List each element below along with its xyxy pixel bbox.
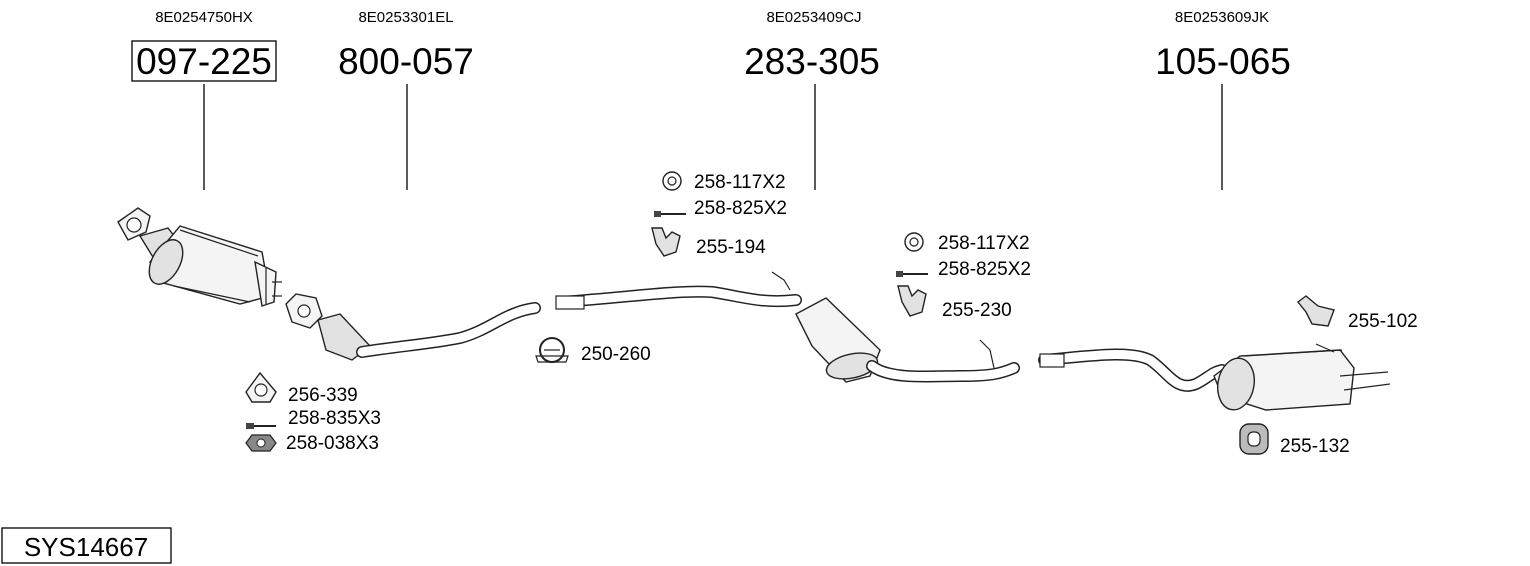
front-pipe-drawing [285, 293, 541, 361]
part-number-front-pipe[interactable]: 800-057 [338, 41, 474, 82]
ring-icon [904, 232, 924, 252]
bolt-icon [654, 211, 686, 217]
clamp-icon [535, 337, 569, 363]
rear-silencer-drawing [1038, 343, 1391, 411]
part-number-rear-silencer[interactable]: 105-065 [1155, 41, 1291, 82]
oem-number-front-pipe: 8E0253301EL [358, 9, 453, 26]
nut-icon [245, 434, 277, 452]
label-bolt[interactable]: 258-835X3 [288, 408, 381, 429]
oem-number-rear-silencer: 8E0253609JK [1175, 9, 1269, 26]
rubber-hanger-icon [897, 285, 927, 317]
label-hanger-3[interactable]: 255-132 [1280, 436, 1350, 457]
bolt-icon [246, 423, 276, 429]
label-clamp[interactable]: 250-260 [581, 344, 651, 365]
label-bolt-2[interactable]: 258-825X2 [694, 198, 787, 219]
middle-silencer-drawing [555, 271, 1020, 383]
label-bracket[interactable]: 255-102 [1348, 311, 1418, 332]
label-hanger-1[interactable]: 255-194 [696, 237, 766, 258]
ring-icon [662, 171, 682, 191]
system-id-box [1, 527, 172, 564]
label-hanger-2[interactable]: 255-230 [942, 300, 1012, 321]
system-id: SYS14667 [24, 532, 148, 562]
catalyst-drawing [117, 207, 282, 307]
label-bolt-3[interactable]: 258-825X2 [938, 259, 1031, 280]
part-number-box [131, 40, 277, 82]
bolt-icon [896, 271, 928, 277]
label-ring-2[interactable]: 258-117X2 [938, 233, 1030, 254]
bracket-icon [1297, 295, 1335, 327]
label-gasket[interactable]: 256-339 [288, 385, 358, 406]
gasket-hole-icon [254, 383, 268, 397]
oem-number-middle-silencer: 8E0253409CJ [766, 9, 861, 26]
label-ring-1[interactable]: 258-117X2 [694, 172, 786, 193]
part-number-middle-silencer[interactable]: 283-305 [744, 41, 880, 82]
oem-number-catalyst: 8E0254750HX [155, 9, 253, 26]
label-nut[interactable]: 258-038X3 [286, 433, 379, 454]
part-number-catalyst[interactable]: 097-225 [136, 41, 272, 82]
rubber-hanger-icon [651, 227, 681, 257]
rubber-ring-hanger-icon [1239, 423, 1269, 455]
